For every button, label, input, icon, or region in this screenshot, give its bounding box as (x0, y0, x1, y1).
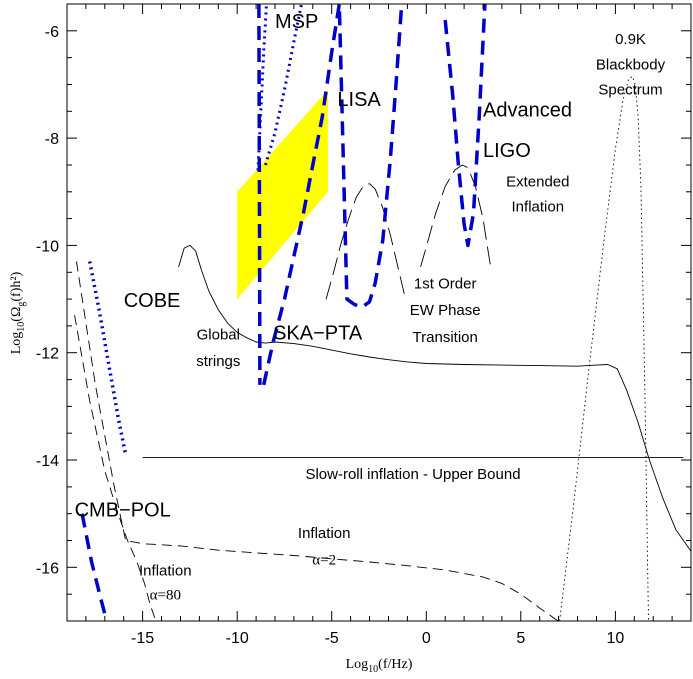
series-advanced-ligo (443, 4, 487, 248)
label-sr: Slow-roll inflation - Upper Bound (305, 466, 520, 483)
series-inflation-2 (76, 261, 559, 621)
label-inf80b: α=80 (150, 588, 181, 604)
label-advanced: Advanced (483, 100, 572, 122)
label-inf2a: Inflation (298, 525, 351, 542)
y-tick-label: -10 (36, 238, 59, 255)
region-layer (237, 89, 328, 300)
y-tick-label: -12 (36, 346, 59, 363)
axes-layer: -15 -10 -5 0 5 10 -6 -8 -10 -12 -14 -16 (36, 3, 692, 647)
label-ew2: EW Phase (410, 302, 481, 319)
label-ligo: LIGO (483, 140, 531, 162)
label-bb3: Spectrum (598, 82, 662, 99)
label-bb1: 0.9K (615, 31, 646, 48)
series-cobe (87, 261, 128, 456)
series-ska-pta (257, 4, 262, 385)
series-0-9k-blackbody-spectrum (559, 75, 649, 621)
y-tick-label: -6 (45, 24, 59, 41)
label-ext2: Inflation (512, 199, 565, 216)
x-tick-label: -15 (131, 630, 154, 647)
x-tick-label: 0 (422, 630, 431, 647)
x-tick-label: 10 (607, 630, 625, 647)
label-inf2b: α=2 (312, 553, 336, 569)
y-tick-label: -8 (45, 131, 59, 148)
series-1st-order-ew-phase-transition (325, 183, 406, 300)
label-ew3: Transition (413, 329, 478, 346)
plot-frame (66, 3, 692, 622)
label-ska: SKA−PTA (273, 322, 363, 344)
series-msp-2 (264, 4, 303, 166)
x-axis-title: Log10(f/Hz) (346, 657, 413, 675)
label-cobe: COBE (124, 290, 181, 312)
label-msp: MSP (275, 11, 318, 33)
label-lisa: LISA (337, 89, 381, 111)
y-axis-title: Log10(Ωg(f)h²) (9, 271, 27, 354)
series-lisa (261, 4, 404, 386)
series-inflation-80 (74, 315, 157, 621)
series-global-strings (178, 244, 691, 552)
y-tick-label: -16 (36, 560, 59, 577)
label-ew1: 1st Order (414, 275, 477, 292)
label-ext1: Extended (506, 173, 569, 190)
series-cmb-pol (80, 513, 109, 621)
label-bb2: Blackbody (596, 57, 666, 74)
x-tick-label: 5 (516, 630, 525, 647)
series-extended-inflation (420, 164, 492, 268)
y-tick-label: -14 (36, 453, 59, 470)
label-gs2: strings (196, 353, 240, 370)
x-tick-label: -10 (226, 630, 249, 647)
label-inf80a: Inflation (139, 562, 192, 579)
series-layer (74, 4, 691, 621)
ska-pta-region (237, 89, 328, 300)
label-cmbpol: CMB−POL (75, 499, 171, 521)
label-gs1: Global (197, 326, 240, 343)
x-tick-label: -5 (325, 630, 339, 647)
